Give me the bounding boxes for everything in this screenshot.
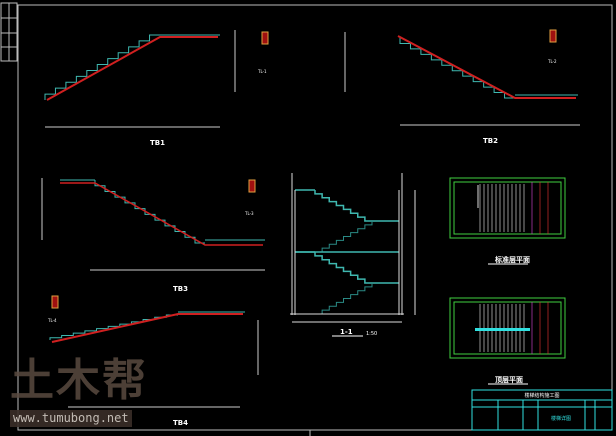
tb2-slab <box>397 35 576 99</box>
tb3-slab <box>60 182 263 246</box>
section-flight-down <box>314 190 372 222</box>
tl3-section <box>248 179 256 193</box>
tl1-label: TL-1 <box>257 69 267 74</box>
tl4-label: TL-4 <box>47 318 57 323</box>
watermark-logo: 土木帮 <box>10 355 148 406</box>
tb4-slab <box>51 313 243 343</box>
tl1-section <box>261 31 269 45</box>
watermark-url: www.tumubong.net <box>10 410 132 427</box>
tb1-steps <box>44 34 160 100</box>
section-flight-up <box>315 283 373 315</box>
plan-beam <box>475 328 530 331</box>
tb3-steps <box>94 180 205 244</box>
tb1-slab <box>46 36 218 101</box>
section-flight-down <box>314 252 372 284</box>
title-block-header: 楼梯结构施工图 <box>524 392 559 399</box>
title-block <box>471 389 613 431</box>
plan1-title: 标准层平面 <box>494 255 530 264</box>
section-title: 1-1 <box>340 328 353 336</box>
plan2-title: 顶层平面 <box>495 375 523 384</box>
section-flight-up <box>315 221 373 253</box>
tb2-steps <box>399 38 515 99</box>
tb4-title: TB4 <box>173 419 188 427</box>
plan-top <box>449 297 566 359</box>
section-scale: 1:50 <box>366 331 377 337</box>
section-1-1 <box>290 173 416 323</box>
tl4-section <box>51 295 59 309</box>
tb1-title: TB1 <box>150 139 165 147</box>
title-block-drawing-name: 楼梯详图 <box>551 415 571 422</box>
drawing-border <box>17 4 613 431</box>
tl2-section <box>549 29 557 43</box>
tb3-title: TB3 <box>173 285 188 293</box>
plan-standard <box>449 177 566 239</box>
tl2-label: TL-2 <box>547 59 557 64</box>
tb2-title: TB2 <box>483 137 498 145</box>
margin-strip <box>0 2 18 62</box>
tl3-label: TL-3 <box>244 211 254 216</box>
